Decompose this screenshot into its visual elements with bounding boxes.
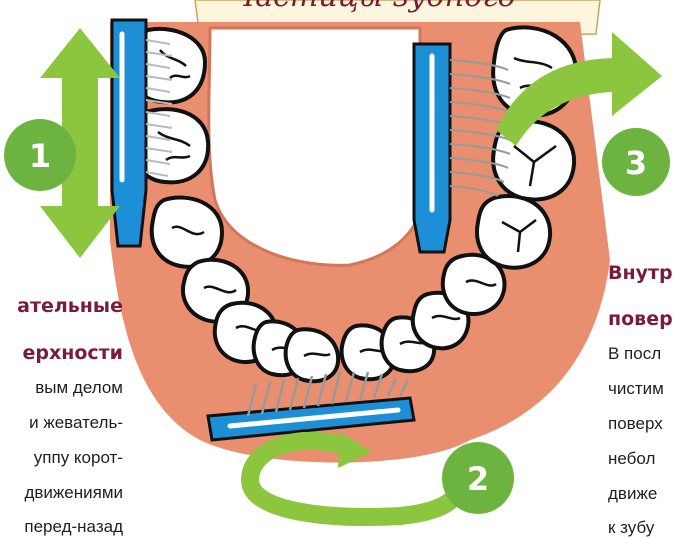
right-body-line-4: небол [608,449,655,469]
right-heading-line-2: повер [608,308,673,330]
right-body-line-5: движе [608,484,657,504]
right-body-line-6: к зубу [608,518,654,538]
left-body-line-1: вым делом [35,378,123,398]
step-number-2: 2 [467,460,489,498]
tooth-right-premolar-2 [477,196,550,268]
left-heading-line-1: ательные [17,295,123,317]
step-number-1: 1 [29,137,51,175]
left-body-line-3: уппу корот- [34,448,123,468]
right-body-line-3: поверх [608,414,663,434]
tooth-left-incisor-2 [286,329,339,381]
left-body-line-4: движениями [24,483,123,503]
right-body-line-1: В посл [608,344,661,364]
step-badge-3: 3 [602,128,670,196]
left-body-line-2: и жеватель- [29,413,123,433]
step-badge-1: 1 [4,119,76,191]
banner-text: Частицы зубного [232,0,516,14]
left-body-line-5: перед-назад [24,517,123,537]
step-number-3: 3 [625,144,647,182]
step-badge-2: 2 [442,442,514,514]
right-heading-line-1: Внутр [608,262,673,284]
tooth-left-premolar-1 [152,198,222,267]
right-body-line-2: чистим [608,379,664,399]
left-heading-line-2: ерхности [22,342,123,364]
